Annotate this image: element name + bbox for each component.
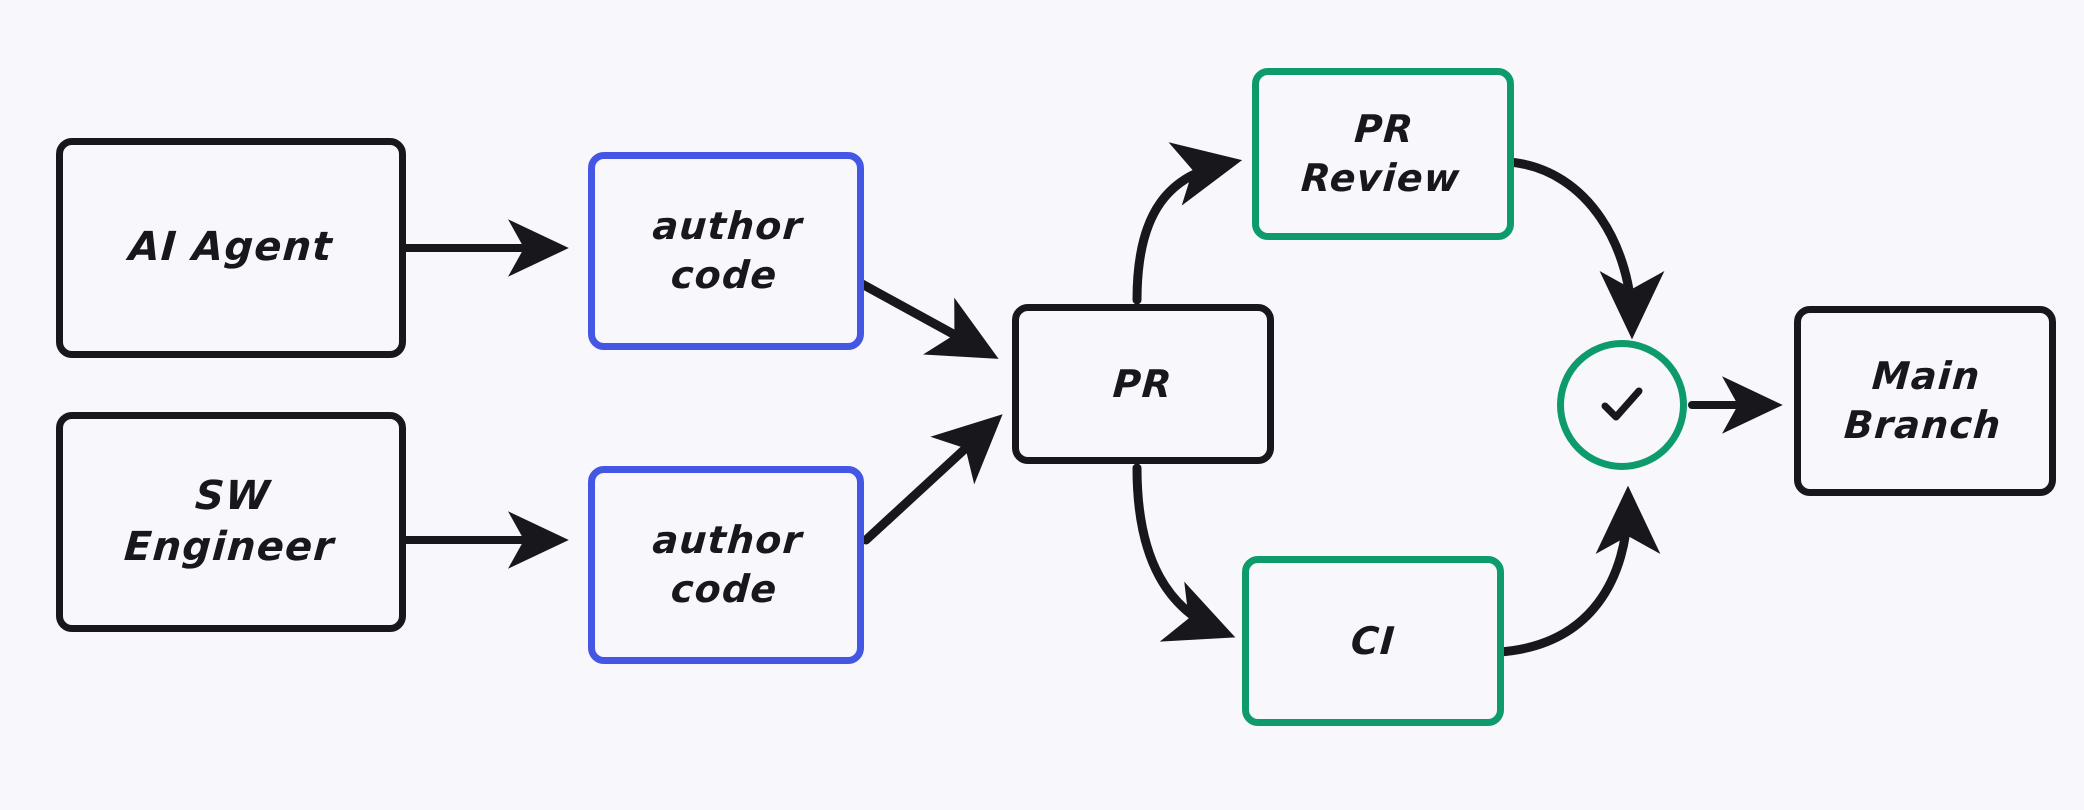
- node-author-code-upper-label: author code: [651, 204, 805, 297]
- node-pr-review[interactable]: PR Review: [1252, 68, 1514, 240]
- node-pr[interactable]: PR: [1012, 304, 1274, 464]
- node-author-code-upper[interactable]: author code: [588, 152, 864, 350]
- check-icon: [1601, 387, 1643, 421]
- merge-check-node[interactable]: [1557, 340, 1687, 470]
- node-pr-label: PR: [1111, 361, 1175, 406]
- node-author-code-lower[interactable]: author code: [588, 466, 864, 664]
- node-main-branch[interactable]: Main Branch: [1794, 306, 2056, 496]
- edge-author-code-to-pr-upper: [857, 279, 999, 359]
- edge-ci-to-merge-check: [1495, 485, 1661, 657]
- edge-pr-to-pr-review: [1132, 142, 1243, 305]
- edge-author-code-to-pr-lower: [861, 414, 1003, 545]
- node-sw-engineer-label: SW Engineer: [122, 472, 336, 570]
- node-pr-review-label: PR Review: [1300, 107, 1463, 200]
- node-ai-agent-label: AI Agent: [127, 224, 335, 271]
- node-ci[interactable]: CI: [1242, 556, 1504, 726]
- node-sw-engineer[interactable]: SW Engineer: [56, 412, 406, 632]
- node-ai-agent[interactable]: AI Agent: [56, 138, 406, 358]
- node-ci-label: CI: [1349, 618, 1397, 663]
- node-author-code-lower-label: author code: [651, 518, 805, 611]
- edge-pr-review-to-merge-check: [1505, 157, 1665, 340]
- edge-pr-to-ci: [1132, 463, 1236, 642]
- node-main-branch-label: Main Branch: [1843, 354, 2004, 447]
